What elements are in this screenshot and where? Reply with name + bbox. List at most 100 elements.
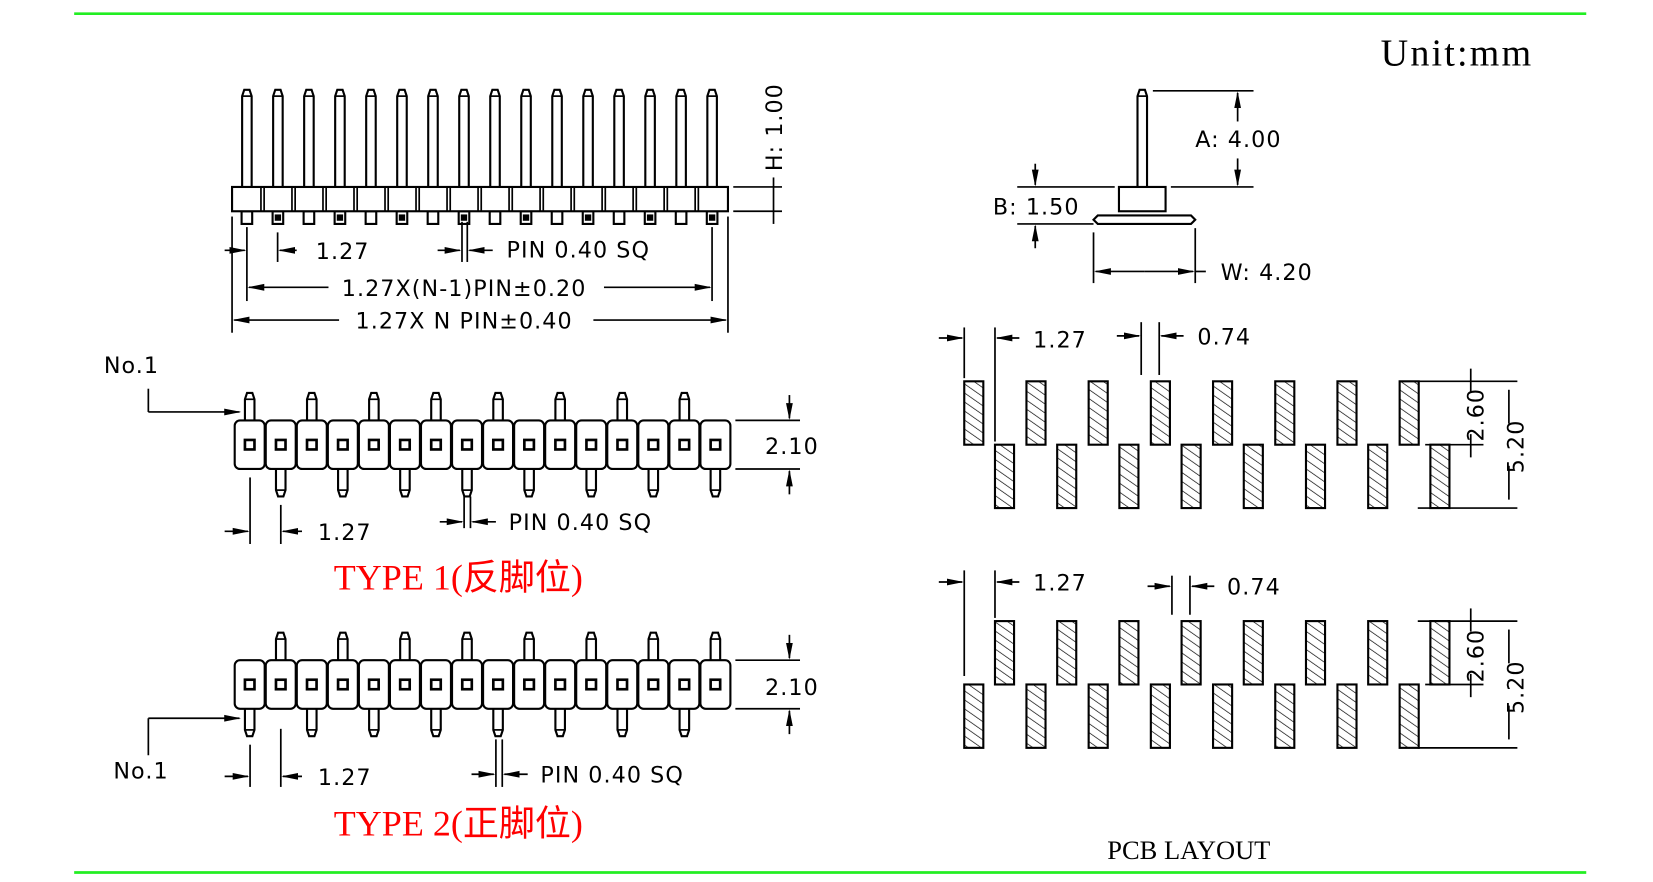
pcb1-total-label: 5.20 [1504,420,1530,474]
pin-square [460,438,474,451]
pin [678,708,691,738]
pin-square [554,438,567,451]
pin-square [274,214,282,221]
pcb-pad [1367,620,1389,686]
pin-square [585,678,598,691]
pin [337,468,349,498]
pin-square [678,438,691,451]
pcb-pad [1056,443,1078,510]
type2-no1-label: No.1 [113,759,168,785]
pin-square [336,214,344,221]
pin [675,88,687,187]
pin-square [491,678,505,691]
pin [613,88,625,187]
pin-square [305,678,318,691]
pin-stub [488,210,502,225]
pin-square [429,438,443,451]
pin-square [708,214,716,221]
pin-square [709,438,722,451]
pin [647,631,660,661]
pin-square [647,438,660,451]
pcb-pad [993,620,1016,686]
pin-square [647,678,660,691]
pcb-pad [1149,380,1171,446]
pin-square [336,678,349,691]
pin-square [709,678,722,691]
pin-square [398,678,412,691]
type2-height-label: 2.10 [765,675,819,701]
pin-square [243,438,256,451]
top-height-label: H: 1.00 [762,83,788,171]
pin [461,468,473,498]
pin [585,631,598,661]
pin [647,468,660,498]
type1-height-label: 2.10 [765,434,819,460]
pcb-pad [1367,443,1389,510]
pcb-pad [993,443,1016,510]
pin-square [274,438,287,451]
pin [243,391,256,421]
pin-square [523,678,536,691]
pin [709,468,722,498]
pcb-layout-2 [938,570,1518,749]
pcb-pad [1087,683,1109,749]
pin [241,88,253,187]
pin-square [367,678,380,691]
top-pitch-label: 1.27 [316,239,370,265]
pcb2-pad-label: 0.74 [1227,575,1281,601]
pcb1-pitch-label: 1.27 [1033,328,1087,354]
pcb-pad [1242,620,1264,686]
pcb-pad [1025,380,1047,446]
pin [461,631,473,661]
type1-no1-label: No.1 [104,353,159,379]
type2-view [147,631,801,787]
pin [305,708,318,738]
pin [551,88,563,187]
pin [399,631,411,661]
pin-stub [240,210,254,225]
type1-pitch-label: 1.27 [318,520,372,546]
pin [582,88,594,187]
pin [427,88,439,187]
pcb2-row-label: 2.60 [1463,629,1489,683]
pin [334,88,346,187]
pin [492,708,504,738]
pin [274,631,287,661]
side-b-label: B: 1.50 [993,194,1080,220]
pin [365,88,377,187]
side-view [1017,88,1254,284]
pcb-pad [1025,683,1047,749]
pin [706,88,718,187]
pin [523,468,535,498]
pin-square [460,678,474,691]
pin [396,88,408,187]
pcb2-pitch-label: 1.27 [1033,570,1087,596]
pcb-pad [1274,683,1296,749]
header-body [230,185,730,213]
type2-title: TYPE 2(正脚位) [334,804,583,844]
pcb-pad [1118,443,1140,510]
pcb-pad [1211,380,1234,446]
pin [430,391,442,421]
pin [554,391,566,421]
pcb1-pad-label: 0.74 [1197,324,1251,350]
pin-square [243,678,256,691]
pin-square [429,678,443,691]
pin [274,468,287,498]
pcb-pad [1429,620,1451,686]
pin-square [554,678,567,691]
top-view [224,88,782,333]
pin [368,391,380,421]
pin [243,708,256,738]
pin-square [522,214,530,221]
pin-square [584,214,592,221]
pin [368,708,380,738]
pin-stub [364,210,378,225]
pin-stub [674,210,688,225]
pin [492,391,504,421]
pin [458,88,470,187]
type2-pin-label: PIN 0.40 SQ [540,763,684,789]
pin-square [274,678,287,691]
